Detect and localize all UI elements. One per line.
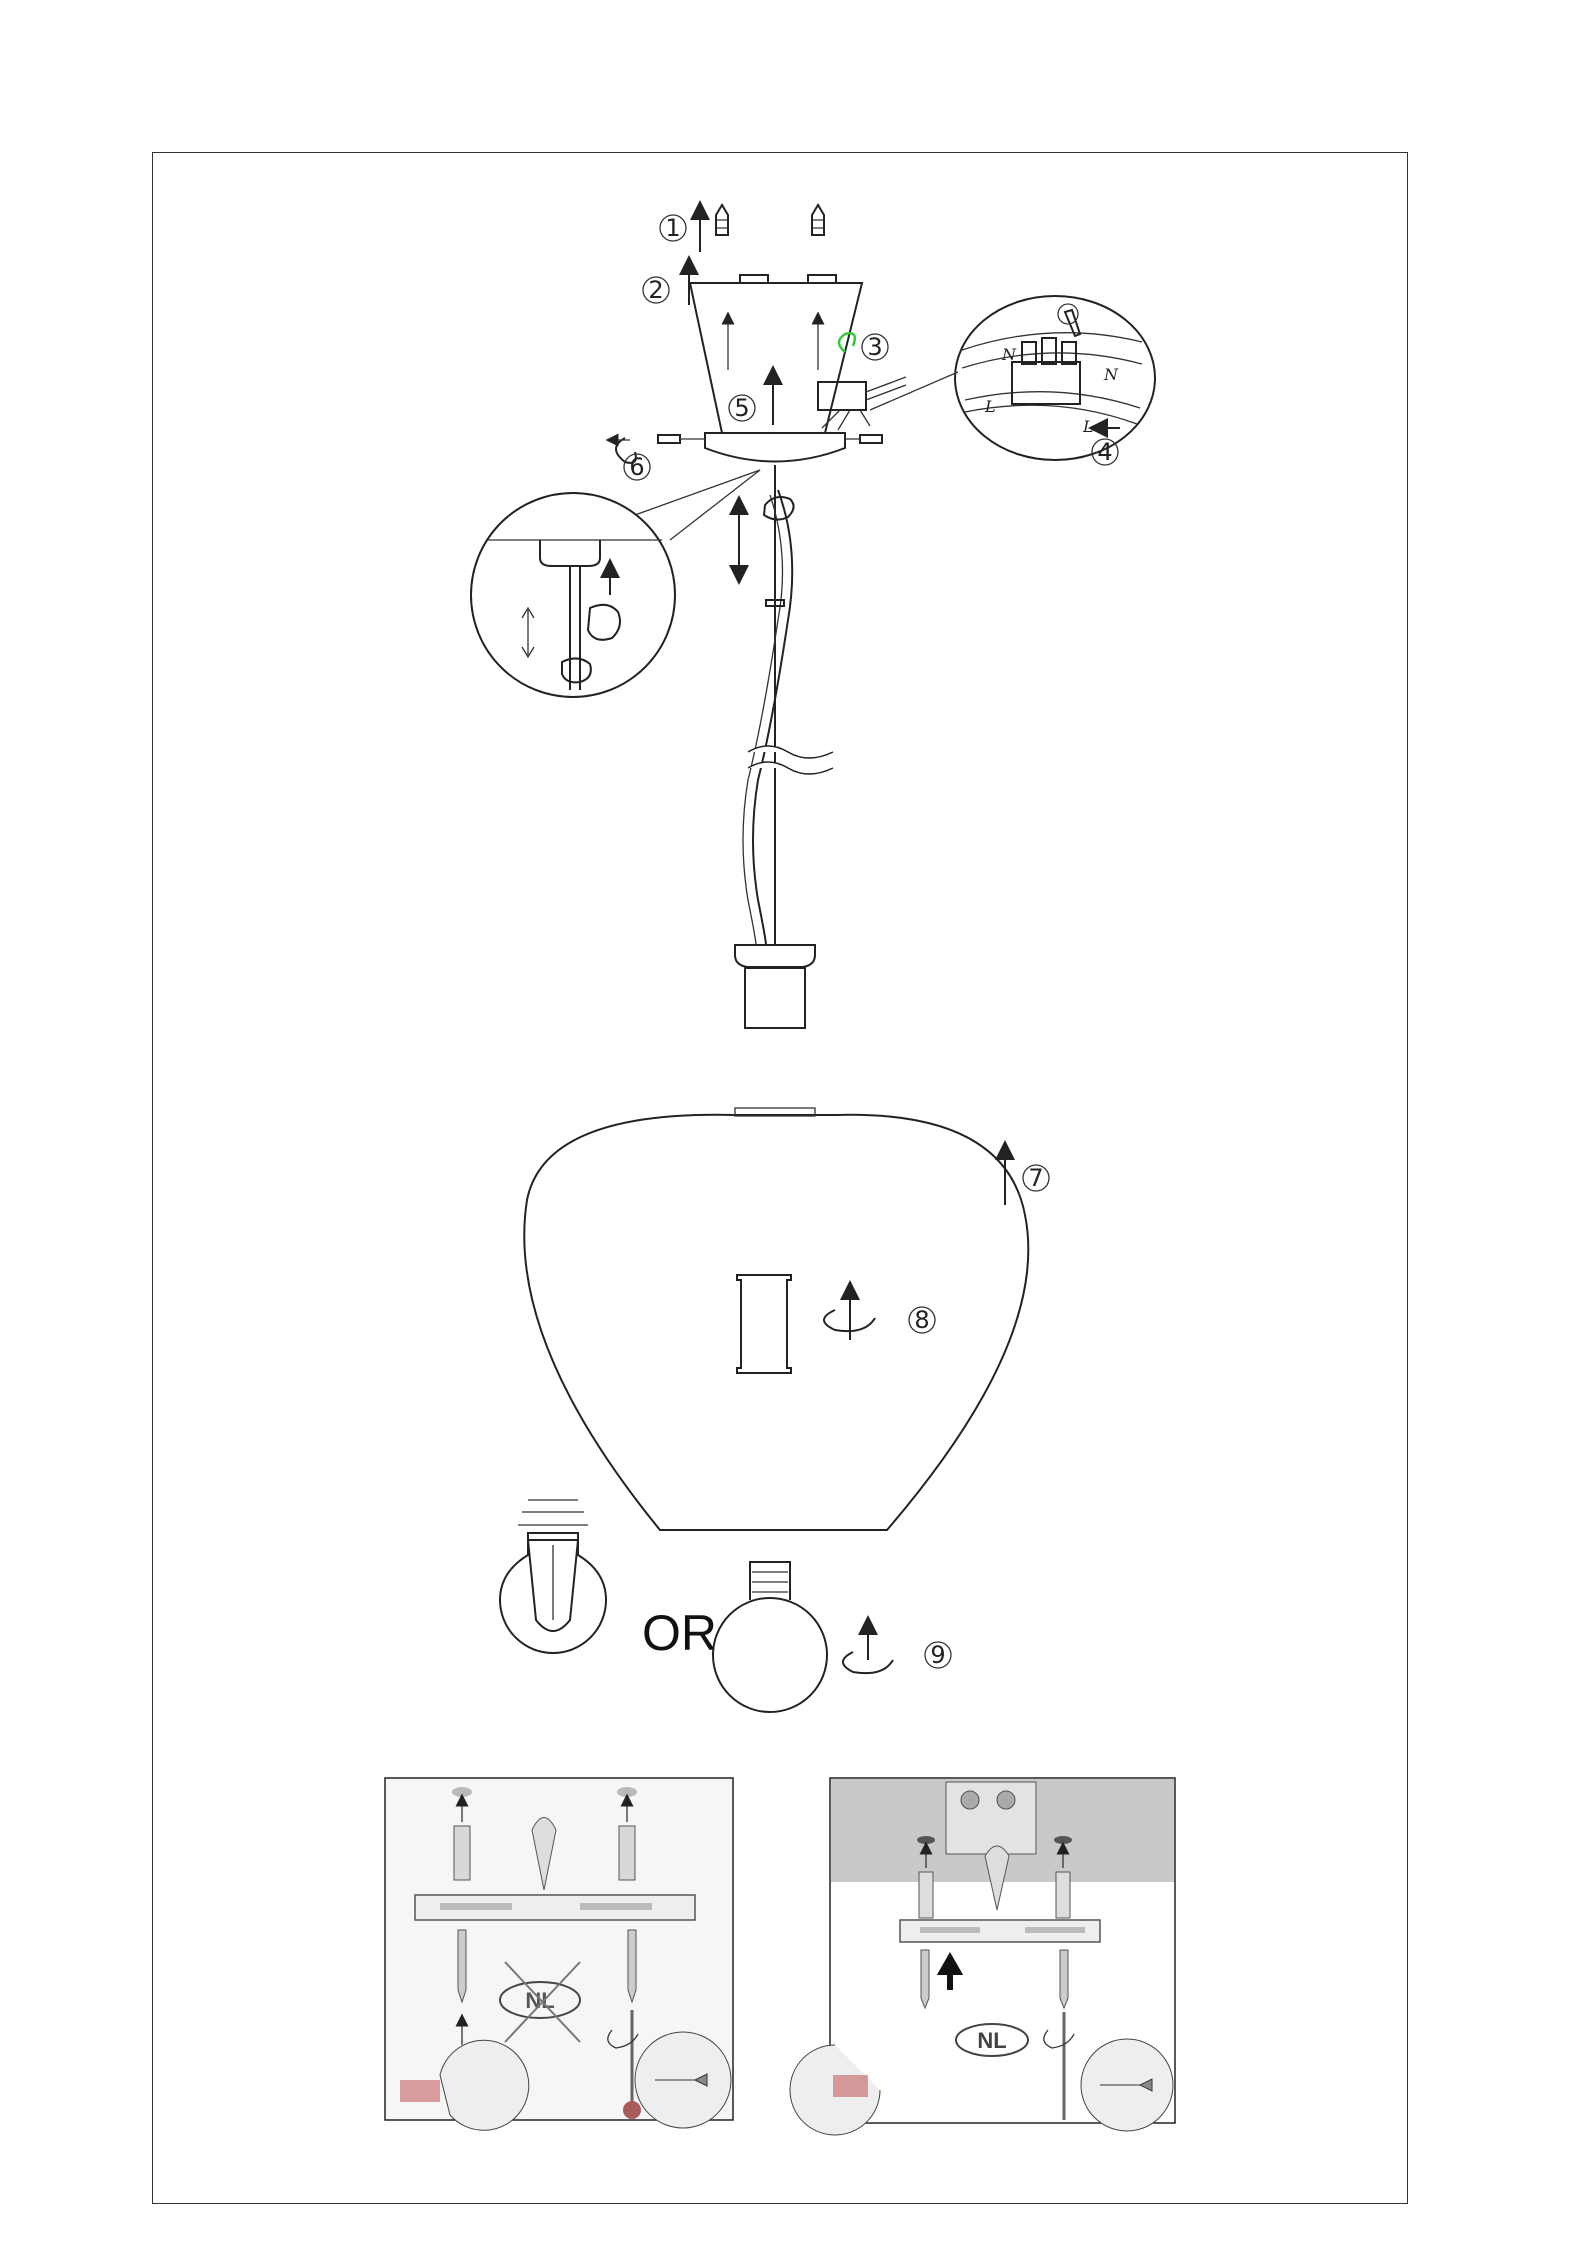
or-label: OR: [642, 1605, 717, 1661]
terminal-block: [818, 377, 906, 430]
wire-live-label-2: L: [1082, 417, 1094, 436]
wall-plug-icon: [716, 205, 728, 235]
step-8-group: 8: [824, 1290, 935, 1340]
step-9-label: 9: [930, 1641, 945, 1669]
side-screw-icon: [860, 435, 882, 443]
panel-correct-mounting: NL: [790, 1778, 1175, 2135]
step-1-label: 1: [665, 214, 680, 242]
step-4-label: 4: [1097, 438, 1112, 466]
hand-icon: [588, 605, 620, 640]
step-3-label: 3: [867, 333, 882, 361]
bulb-option-slim: [500, 1500, 606, 1653]
step-1-dowels: 1: [660, 205, 824, 252]
hand-icon: [562, 658, 591, 682]
nl-badge: NL: [977, 2028, 1006, 2053]
step-6-label: 6: [629, 453, 644, 481]
step-2-canopy: 2: [643, 265, 862, 433]
step-5-label-group: 5: [729, 375, 773, 425]
step-9-group: 9: [843, 1625, 951, 1673]
panel-wrong-mounting: NL: [385, 1778, 733, 2130]
side-screw-icon: [658, 435, 680, 443]
lamp-shade: [524, 1108, 1028, 1530]
wire-live-label: L: [984, 397, 996, 416]
wiring-detail: N N L L 4: [870, 296, 1155, 466]
step-7-label: 7: [1028, 1164, 1043, 1192]
adjustment-detail: [471, 470, 760, 697]
bulb-option-globe: [713, 1562, 827, 1712]
lamp-socket: [735, 945, 815, 1028]
wire-neutral-label-2: N: [1103, 365, 1119, 384]
screwdriver-icon: [1058, 304, 1080, 336]
step-5-label: 5: [734, 394, 749, 422]
junction-box: [946, 1782, 1036, 1854]
step-2-label: 2: [648, 276, 663, 304]
mounting-bracket: [740, 275, 836, 283]
shade-socket-ring: [737, 1275, 791, 1373]
step-8-label: 8: [914, 1306, 929, 1334]
canopy-base: [705, 433, 845, 462]
connector-block: [1012, 362, 1080, 404]
hand-icon: [764, 497, 794, 520]
wire-neutral-label: N: [1001, 345, 1017, 364]
suspension-cable: [739, 465, 833, 945]
wall-plug-icon: [812, 205, 824, 235]
